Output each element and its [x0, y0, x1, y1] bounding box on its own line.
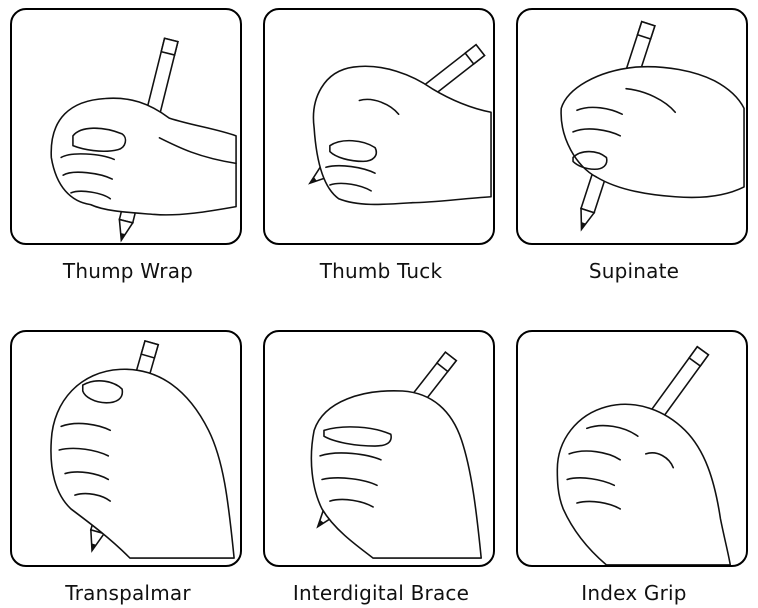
grip-label: Index Grip	[516, 581, 752, 605]
grip-illustration-frame	[516, 330, 748, 567]
grip-card-interdigital-brace: Interdigital Brace	[263, 330, 499, 605]
grip-illustration-frame	[10, 330, 242, 567]
grip-illustration-frame	[263, 8, 495, 245]
hand-holding-pencil-illustration	[518, 332, 746, 565]
grip-card-thump-wrap: Thump Wrap	[10, 8, 246, 283]
grip-illustration-frame	[10, 8, 242, 245]
grip-label: Interdigital Brace	[263, 581, 499, 605]
grip-label: Transpalmar	[10, 581, 246, 605]
hand-holding-pencil-illustration	[518, 10, 746, 243]
hand-holding-pencil-illustration	[265, 10, 493, 243]
hand-holding-pencil-illustration	[265, 332, 493, 565]
hand-holding-pencil-illustration	[12, 10, 240, 243]
grip-label: Thumb Tuck	[263, 259, 499, 283]
grip-label: Thump Wrap	[10, 259, 246, 283]
grip-illustration-frame	[516, 8, 748, 245]
grip-label: Supinate	[516, 259, 752, 283]
hand-holding-pencil-illustration	[12, 332, 240, 565]
grip-illustration-frame	[263, 330, 495, 567]
grip-card-thumb-tuck: Thumb Tuck	[263, 8, 499, 283]
grip-card-transpalmar: Transpalmar	[10, 330, 246, 605]
grip-card-index-grip: Index Grip	[516, 330, 752, 605]
grip-card-supinate: Supinate	[516, 8, 752, 283]
